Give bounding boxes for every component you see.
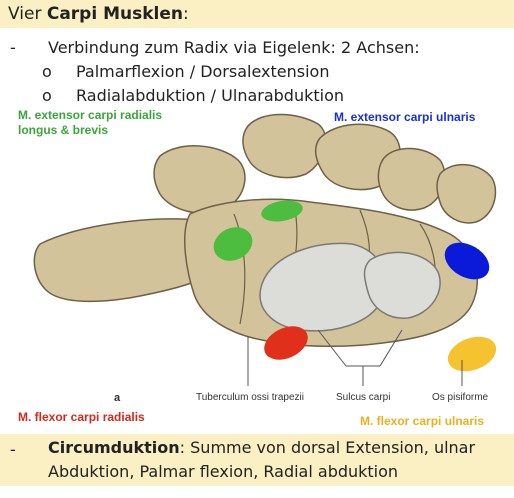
- dash-bullet: -: [10, 38, 16, 57]
- sub-bullet-1: o: [42, 62, 52, 81]
- caption-tuberculum: Tuberculum ossi trapezii: [196, 392, 305, 403]
- slide-title: Vier Carpi Musklen:: [0, 0, 514, 28]
- marker-extensor-radialis-2: [261, 200, 303, 222]
- footer-dash: -: [10, 440, 16, 459]
- marker-flexor-ulnaris: [447, 336, 497, 372]
- title-suffix: :: [183, 4, 189, 24]
- title-prefix: Vier: [8, 4, 47, 24]
- label-extensor-ulnaris: M. extensor carpi ulnaris: [334, 110, 476, 124]
- circumduction-note: - Circumduktion: Summe von dorsal Extens…: [0, 434, 514, 486]
- footer-line-1-rest: : Summe von dorsal Extension, ulnar: [179, 438, 476, 457]
- caption-sulcus: Sulcus carpi: [336, 392, 391, 403]
- marker-extensor-radialis-1: [213, 227, 253, 261]
- sub-point-2: Radialabduktion / Ulnarabduktion: [76, 86, 345, 105]
- carpal-bones-figure: M. extensor carpi radialis longus & brev…: [0, 104, 514, 434]
- main-point: Verbindung zum Radix via Eigelenk: 2 Ach…: [48, 38, 420, 57]
- label-extensor-radialis-1: M. extensor carpi radialis: [18, 108, 163, 122]
- carpal-bones-illustration: [33, 113, 497, 386]
- label-flexor-radialis: M. flexor carpi radialis: [18, 410, 145, 424]
- footer-line-2: Abduktion, Palmar flexion, Radial abdukt…: [48, 462, 399, 481]
- marker-extensor-ulnaris: [444, 242, 490, 280]
- caption-pisiforme: Os pisiforme: [432, 392, 489, 403]
- title-bold: Carpi Musklen: [46, 4, 183, 24]
- label-extensor-radialis-2: longus & brevis: [18, 123, 109, 137]
- footer-line-1: Circumduktion: Summe von dorsal Extensio…: [48, 438, 475, 457]
- marker-flexor-radialis: [264, 326, 308, 360]
- sub-point-1: Palmarflexion / Dorsalextension: [76, 62, 330, 81]
- sub-bullet-2: o: [42, 86, 52, 105]
- figure-letter: a: [114, 392, 121, 404]
- label-flexor-ulnaris: M. flexor carpi ulnaris: [360, 414, 485, 428]
- footer-bold: Circumduktion: [48, 438, 180, 457]
